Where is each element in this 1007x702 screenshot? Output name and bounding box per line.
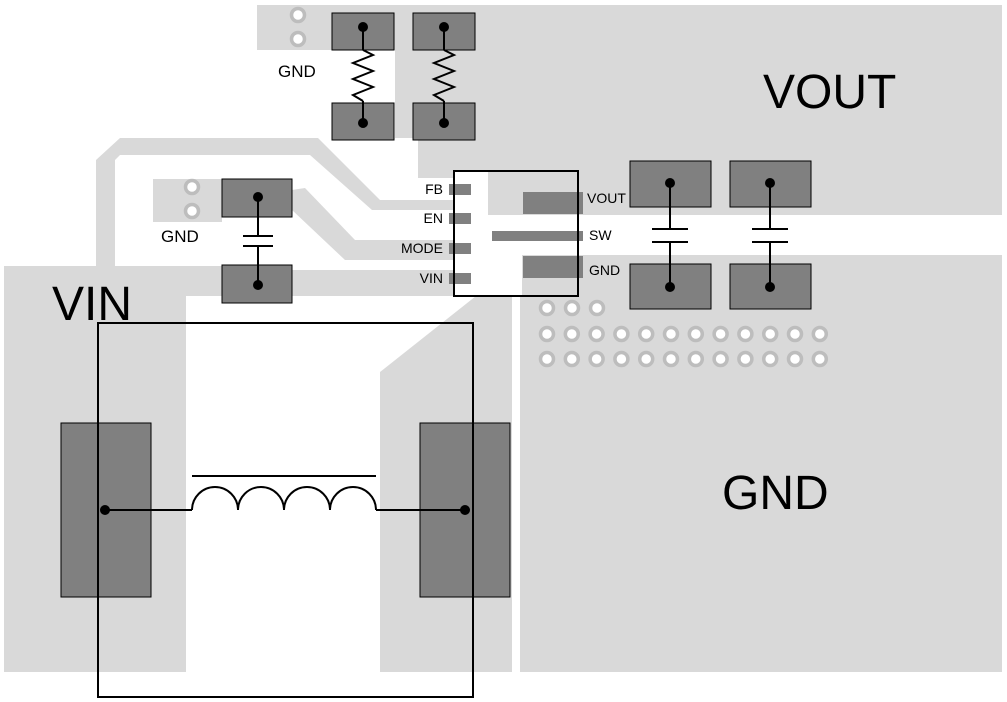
via [563,325,581,343]
via [563,299,581,317]
pin-vout [523,192,583,214]
via [183,202,201,220]
pads [60,12,812,598]
gnd-plane-upper [520,296,522,672]
pin-label-gnd: GND [589,262,620,278]
pin-en [449,213,471,224]
gnd-left-label: GND [161,227,199,246]
ic-outline [453,170,579,297]
via [538,350,556,368]
via [786,325,804,343]
vias [183,6,829,368]
via [588,325,605,343]
via [613,325,630,343]
via [662,325,680,343]
pin-label-mode: MODE [401,240,443,256]
gnd-copper-left [153,179,222,222]
pin-gnd [523,256,583,278]
gnd-plane [522,255,1002,672]
gnd-top-label: GND [278,62,316,81]
pin-label-en: EN [424,210,443,226]
via [712,325,729,343]
via [637,350,655,368]
via [289,30,307,48]
via [737,350,754,368]
pin-label-vin: VIN [420,270,443,286]
component-symbols [105,27,788,511]
via [811,325,829,343]
pin-label-sw: SW [589,227,612,243]
cout1-symbol [652,183,688,287]
mode-trace [292,188,454,260]
inductor-symbol [105,475,465,511]
via [786,350,804,368]
cout2-symbol [752,183,788,287]
ic-pins [449,184,583,284]
pin-mode [449,243,471,254]
vout-label: VOUT [763,66,896,119]
pin-fb [449,184,471,195]
pin-sw [492,231,583,241]
via [761,325,779,343]
gnd-big-label: GND [722,467,829,520]
inductor-outline [97,322,474,698]
via [289,6,307,24]
pin-vin [449,273,471,284]
via [637,325,655,343]
cin-symbol [243,197,273,285]
via [538,325,556,343]
pin-label-vout: VOUT [587,190,626,206]
via [737,325,754,343]
via [588,299,606,317]
via [662,350,680,368]
control-traces [96,138,454,266]
via [563,350,581,368]
via [761,350,779,368]
via [588,350,605,368]
vout-plane [488,5,1002,215]
via [687,325,705,343]
via [687,350,705,368]
via [183,178,201,196]
via [811,350,829,368]
via [613,350,630,368]
vin-label: VIN [52,278,132,331]
terminal-dots [100,22,775,515]
via [538,299,556,317]
via [712,350,729,368]
pin-label-fb: FB [425,181,443,197]
